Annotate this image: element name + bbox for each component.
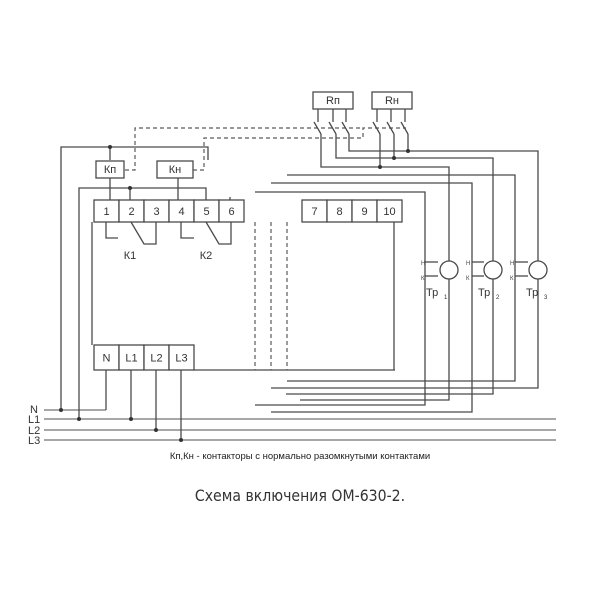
relay-rn: Rн — [371, 91, 413, 110]
svg-text:6: 6 — [228, 206, 234, 218]
svg-text:L3: L3 — [175, 353, 187, 365]
svg-text:Rп: Rп — [326, 95, 340, 107]
tp3-label: Тр — [526, 287, 538, 299]
tp1-label: Тр — [426, 287, 438, 299]
diagram-caption: Схема включения ОМ-630-2. — [194, 486, 406, 505]
svg-text:10: 10 — [383, 206, 395, 218]
terminal-7: 7 — [301, 199, 328, 223]
terminal-l1: L1 — [118, 344, 145, 371]
svg-text:2: 2 — [496, 295, 500, 301]
terminal-1: 1 — [93, 199, 120, 223]
svg-text:3: 3 — [153, 206, 159, 218]
terminal-9: 9 — [351, 199, 378, 223]
svg-text:9: 9 — [361, 206, 367, 218]
terminal-2: 2 — [118, 199, 145, 223]
transformer-tp1: Н К Тр 1 — [421, 260, 459, 301]
relay-rp: Rп — [312, 91, 354, 110]
svg-text:Н: Н — [466, 261, 470, 267]
terminal-l3: L3 — [168, 344, 195, 371]
svg-text:Н: Н — [421, 261, 425, 267]
power-bus: N L1 L2 L3 — [28, 404, 556, 447]
transformer-tp2: Н К Тр 2 — [466, 260, 503, 301]
terminal-block-output: 7 8 9 10 — [301, 199, 403, 223]
terminal-5: 5 — [193, 199, 220, 223]
relay-routes — [229, 107, 539, 413]
terminal-3: 3 — [143, 199, 170, 223]
svg-text:К: К — [510, 276, 514, 282]
terminal-n: N — [93, 344, 120, 371]
tp2-label: Тр — [478, 287, 490, 299]
svg-text:L1: L1 — [125, 353, 137, 365]
terminal-block-power: N L1 L2 L3 — [93, 344, 195, 371]
svg-text:К: К — [421, 276, 425, 282]
control-wires — [59, 145, 395, 442]
svg-text:N: N — [103, 353, 111, 365]
svg-text:4: 4 — [178, 206, 184, 218]
terminal-8: 8 — [326, 199, 353, 223]
contact-k1-label: К1 — [124, 250, 137, 262]
terminal-6: 6 — [218, 199, 245, 223]
contact-k2-label: К2 — [200, 250, 213, 262]
svg-text:3: 3 — [544, 295, 548, 301]
svg-text:8: 8 — [336, 206, 342, 218]
svg-text:1: 1 — [103, 206, 109, 218]
svg-text:7: 7 — [311, 206, 317, 218]
legend-note: Кп,Кн - контакторы с нормально разомкнут… — [169, 451, 431, 462]
transformer-tp3: Н К Тр 3 — [510, 260, 548, 301]
svg-text:5: 5 — [203, 206, 209, 218]
svg-text:Rн: Rн — [385, 95, 399, 107]
terminal-l2: L2 — [143, 344, 170, 371]
current-transformers: Н К Тр 1 Н К Тр 2 Н К Тр 3 — [421, 260, 548, 301]
bus-label-l1: L1 — [28, 414, 40, 426]
terminal-10: 10 — [376, 199, 403, 223]
svg-text:Н: Н — [510, 261, 514, 267]
contactor-kn: Кн — [156, 160, 194, 179]
svg-text:Кн: Кн — [169, 164, 181, 176]
svg-text:2: 2 — [128, 206, 134, 218]
terminal-4: 4 — [168, 199, 195, 223]
svg-text:К: К — [466, 276, 470, 282]
svg-text:1: 1 — [444, 295, 448, 301]
terminal-block-control: 1 2 3 4 5 6 — [93, 199, 245, 223]
svg-text:Кп: Кп — [104, 164, 116, 176]
mechanical-links — [125, 127, 406, 370]
bus-label-n: N — [30, 404, 38, 416]
contactor-kp: Кп — [95, 160, 125, 179]
svg-text:L2: L2 — [150, 353, 162, 365]
bus-label-l3: L3 — [28, 435, 40, 447]
bus-label-l2: L2 — [28, 425, 40, 437]
